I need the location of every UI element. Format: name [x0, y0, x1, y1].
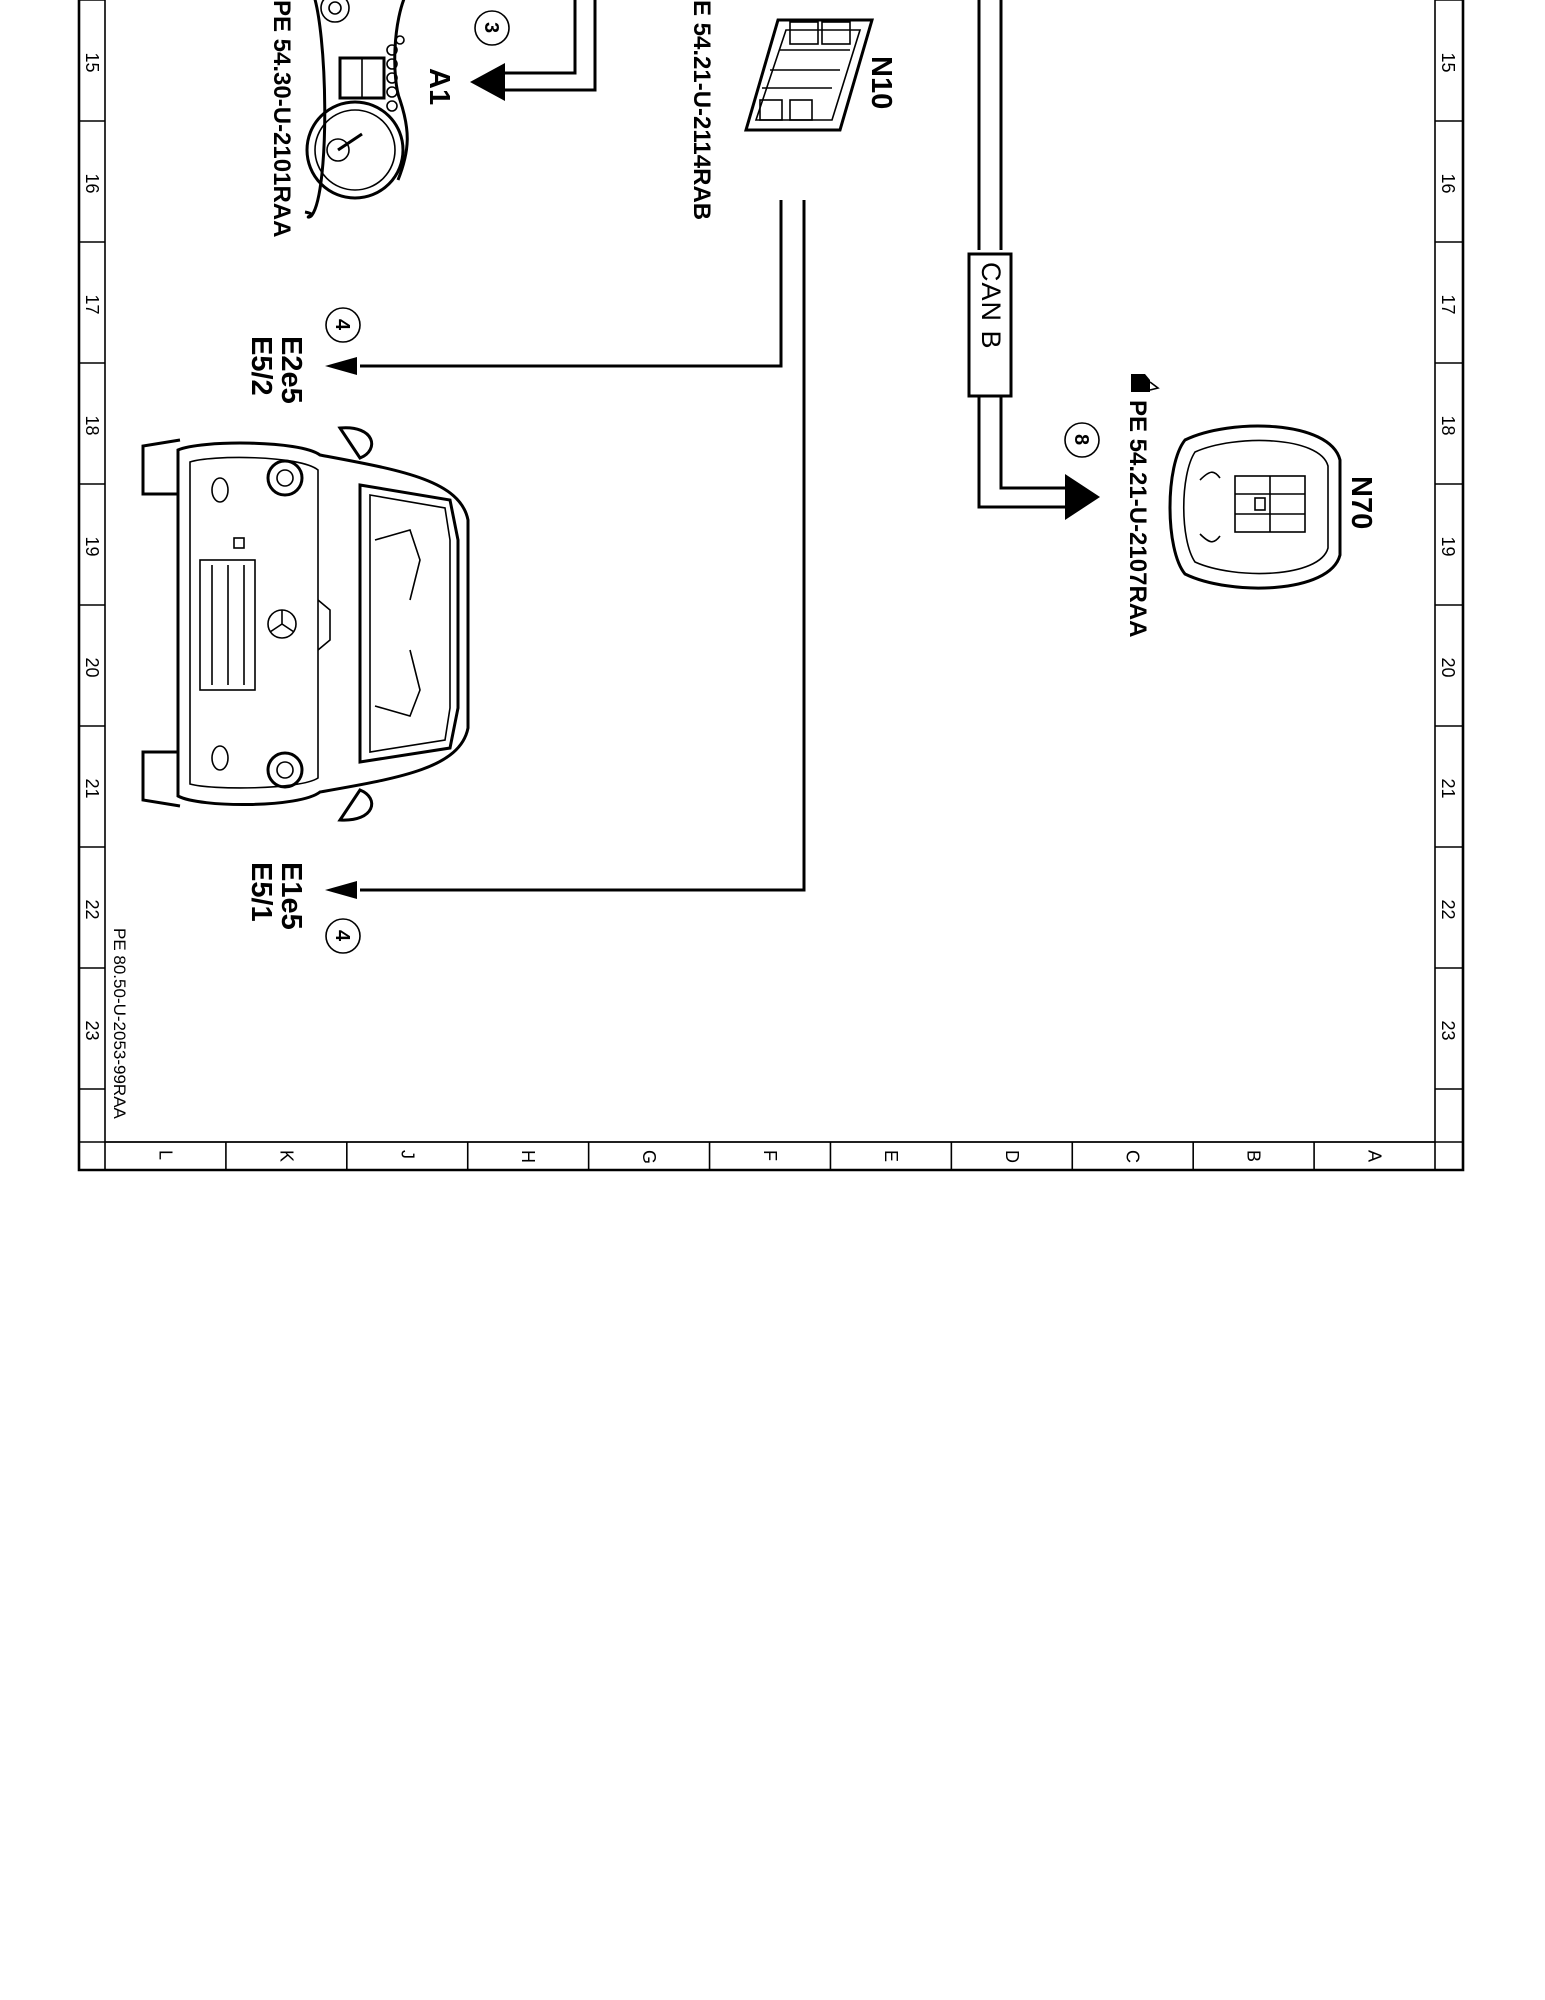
n10-label: N10: [865, 56, 897, 109]
e1e5-label-2: E5/1: [245, 862, 277, 922]
a1-arrowhead: [470, 63, 505, 101]
e2e5-arrowhead: [325, 357, 357, 375]
overhead-control-panel-n70: 8 PE 54.21-U-2107RAA N70: [1064, 374, 1377, 637]
n70-label: N70: [1345, 476, 1377, 529]
column-tick-label: E: [881, 1150, 901, 1162]
instrument-cluster-drawing: [304, 0, 409, 219]
pointing-hand-icon: [1131, 374, 1160, 392]
e1e5-arrowhead: [325, 881, 357, 899]
row-tick-label-left: 23: [82, 1021, 102, 1041]
callout-4-top: 4: [325, 307, 361, 343]
row-tick-label-left: 18: [82, 416, 102, 436]
n10-reference: E 54.21-U-2114RAB: [688, 0, 715, 220]
row-tick-label-right: 15: [1438, 53, 1458, 73]
a1-reference: PE 54.30-U-2101RAA: [268, 0, 295, 237]
row-tick-label-right: 19: [1438, 537, 1458, 557]
column-tick-label: H: [518, 1150, 538, 1163]
row-tick-marks: 15 15 16 16 17 17 18 18 19 19 20 20 21 21 22 22 23 23: [79, 0, 1463, 1090]
e1e5-label-1: E1e5: [275, 862, 307, 930]
can-b-bus: CAN B: [967, 0, 1100, 520]
row-tick-label-right: 17: [1438, 295, 1458, 315]
callout-4-top-number: 4: [331, 319, 353, 331]
column-tick-label: J: [397, 1150, 417, 1159]
e2e5-label-1: E2e5: [275, 336, 307, 404]
instrument-cluster-a1: PE 54.30-U-2101RAA A1 3: [268, 0, 597, 237]
control-unit-n10-drawing: [744, 18, 874, 132]
column-tick-label: C: [1123, 1150, 1143, 1163]
row-tick-label-left: 15: [82, 53, 102, 73]
headlamp-e1e5: E1e5 E5/1 4: [245, 862, 361, 954]
diagram-frame: [77, 0, 1465, 1172]
e2e5-label-2: E5/2: [245, 336, 277, 396]
vehicle-front-illustration: [141, 426, 470, 822]
column-tick-label: B: [1244, 1150, 1264, 1162]
column-tick-label: F: [760, 1150, 780, 1161]
row-tick-label-right: 16: [1438, 174, 1458, 194]
row-tick-label-right: 20: [1438, 658, 1458, 678]
row-tick-label-left: 17: [82, 295, 102, 315]
row-tick-label-right: 22: [1438, 900, 1458, 920]
row-tick-label-right: 21: [1438, 779, 1458, 799]
row-tick-label-right: 18: [1438, 416, 1458, 436]
column-tick-label: K: [276, 1150, 296, 1162]
callout-3: 3: [474, 10, 510, 46]
n70-reference: PE 54.21-U-2107RAA: [1124, 400, 1151, 637]
column-tick-label: L: [155, 1150, 175, 1160]
n70-arrowhead: [1065, 474, 1100, 520]
callout-8-number: 8: [1070, 434, 1092, 445]
row-tick-label-left: 19: [82, 537, 102, 557]
control-unit-n10: N10 E 54.21-U-2114RAB: [360, 0, 897, 892]
callout-4-bottom: 4: [325, 918, 361, 954]
column-tick-label: G: [639, 1150, 659, 1164]
can-b-label: CAN B: [976, 262, 1006, 350]
callout-4-bottom-number: 4: [331, 930, 353, 942]
column-tick-label: A: [1365, 1150, 1385, 1162]
row-tick-label-right: 23: [1438, 1021, 1458, 1041]
callout-8: 8: [1064, 422, 1100, 458]
footer-reference: PE 80.50-U-2053-99RAA: [110, 928, 129, 1120]
a1-label: A1: [423, 68, 455, 105]
row-tick-label-left: 22: [82, 900, 102, 920]
row-tick-label-left: 20: [82, 658, 102, 678]
column-tick-label: D: [1002, 1150, 1022, 1163]
callout-3-number: 3: [480, 22, 502, 33]
headlamp-e2e5: E2e5 E5/2 4: [245, 307, 361, 404]
row-tick-label-left: 21: [82, 779, 102, 799]
row-tick-label-left: 16: [82, 174, 102, 194]
